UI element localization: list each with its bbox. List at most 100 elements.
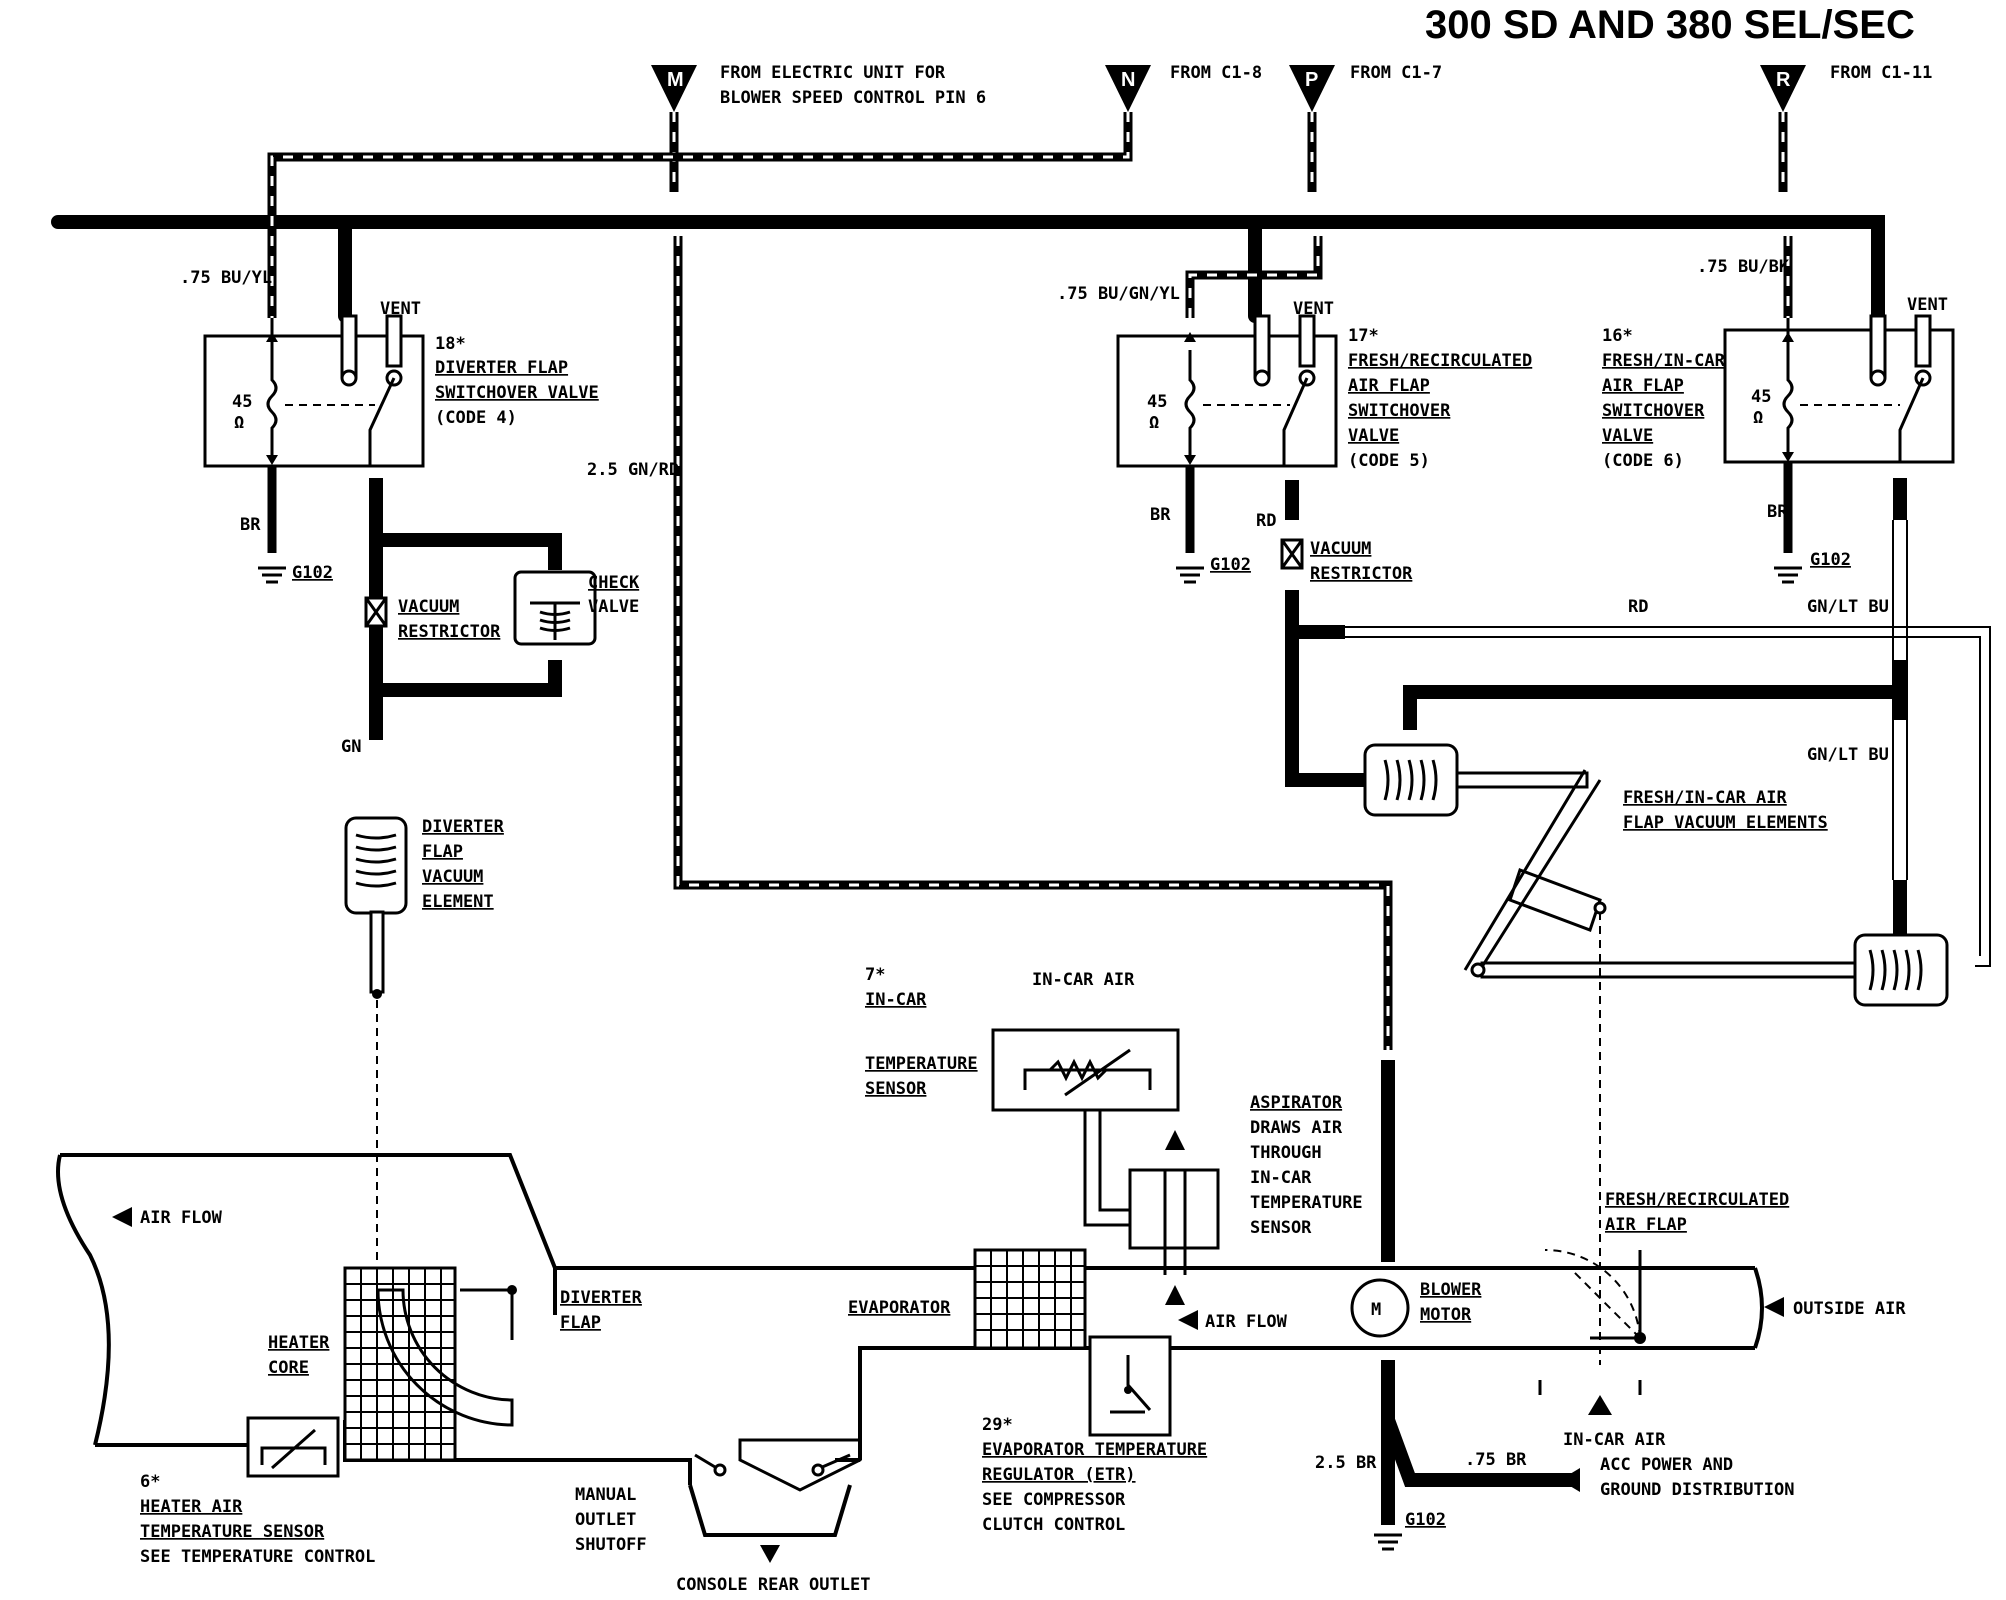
fresh-incar-switchover-valve: 45 Ω VENT 16* FRESH/IN-CAR AIR FLAP SWIT… (1602, 295, 1955, 471)
fresh-incar-vacuum-element-1 (1363, 743, 1589, 817)
connector-p: P FROM C1-7 (1289, 63, 1442, 112)
heater-core-label-2: CORE (268, 1358, 309, 1378)
fresh-incar-valve-name-4: VALVE (1602, 426, 1653, 446)
fresh-recirc-air-flap (1538, 1248, 1646, 1395)
connector-m: M FROM ELECTRIC UNIT FOR BLOWER SPEED CO… (651, 63, 986, 112)
evaporator-temperature-regulator (1088, 1335, 1172, 1437)
wire-label-gn-lt-bu-2: GN/LT BU (1807, 745, 1889, 765)
fresh-recirc-switchover-valve: 45 Ω VENT 17* FRESH/RECIRCULATED AIR FLA… (1116, 299, 1532, 471)
connector-p-letter: P (1305, 69, 1318, 91)
fresh-incar-valve-name-1: FRESH/IN-CAR (1602, 351, 1726, 371)
air-flow-mid: AIR FLOW (1205, 1312, 1288, 1332)
check-valve-hose-top (376, 533, 562, 570)
incar-sensor-label-1: IN-CAR (865, 990, 927, 1010)
fresh-incar-linkage (1463, 769, 1607, 978)
fresh-incar-vacuum-element-2 (1480, 933, 1949, 1007)
ground-label-3: G102 (1810, 550, 1851, 570)
acc-connector (1560, 1468, 1580, 1492)
diverter-element-label-3: VACUUM (422, 867, 483, 887)
diverter-valve-ohm-unit: Ω (234, 413, 244, 433)
wire-label-gn-rd: 2.5 GN/RD (587, 460, 679, 480)
wire-label-br-2: BR (1150, 505, 1171, 525)
main-harness (51, 215, 1885, 323)
etr-label-1: EVAPORATOR TEMPERATURE (982, 1440, 1207, 1460)
restrictor-label-1: VACUUM (398, 597, 459, 617)
diverter-valve-name-2: SWITCHOVER VALVE (435, 383, 599, 403)
diverter-valve-vent: VENT (380, 299, 421, 319)
connector-r-text: FROM C1-11 (1830, 63, 1932, 83)
wire-label-bu-bk: .75 BU/BK (1697, 257, 1790, 277)
blower-motor-label-1: BLOWER (1420, 1280, 1482, 1300)
manual-shutoff-label-3: SHUTOFF (575, 1535, 647, 1555)
fresh-recirc-valve-code: (CODE 5) (1348, 451, 1430, 471)
wire-label-rd-2: RD (1628, 597, 1648, 617)
check-valve-label-1: CHECK (588, 573, 640, 593)
ground-label-4: G102 (1405, 1510, 1446, 1530)
fresh-recirc-valve-name-1: FRESH/RECIRCULATED (1348, 351, 1532, 371)
fresh-recirc-flap-label-2: AIR FLAP (1605, 1215, 1687, 1235)
heater-sensor-label-3: SEE TEMPERATURE CONTROL (140, 1547, 375, 1567)
air-flow-left-arrow (112, 1207, 132, 1227)
diverter-valve-code: (CODE 4) (435, 408, 517, 428)
incar-temperature-sensor (991, 1028, 1180, 1227)
manual-shutoff-label-1: MANUAL (575, 1485, 636, 1505)
incar-air-top-label: IN-CAR AIR (1032, 970, 1135, 990)
console-rear-outlet (688, 1438, 862, 1563)
fresh-incar-valve-name-3: SWITCHOVER (1602, 401, 1705, 421)
fresh-recirc-valve-num: 17* (1348, 326, 1379, 346)
check-valve: CHECK VALVE (513, 570, 640, 646)
check-valve-hose-bottom (376, 660, 562, 697)
connector-n-letter: N (1121, 69, 1135, 91)
evaporator-label: EVAPORATOR (848, 1298, 951, 1318)
fresh-recirc-valve-name-2: AIR FLAP (1348, 376, 1430, 396)
air-duct (56, 1153, 1764, 1485)
evaporator (973, 1248, 1087, 1350)
motor-symbol: M (1371, 1300, 1381, 1320)
fresh-recirc-valve-ohm: 45 (1147, 392, 1167, 412)
manual-shutoff-label-2: OUTLET (575, 1510, 636, 1530)
fresh-incar-valve-ohm-unit: Ω (1753, 408, 1763, 428)
wire-br-acc (1381, 1417, 1580, 1487)
fresh-recirc-valve-name-4: VALVE (1348, 426, 1399, 446)
ground-g102-3: G102 (1774, 550, 1851, 584)
incar-sensor-label-2: TEMPERATURE (865, 1054, 978, 1074)
fresh-incar-valve-ohm: 45 (1751, 387, 1771, 407)
ground-g102-2: G102 (1176, 555, 1251, 584)
connector-m-text-2: BLOWER SPEED CONTROL PIN 6 (720, 88, 986, 108)
aspirator-label-2: DRAWS AIR (1250, 1118, 1343, 1138)
outside-air-arrow (1764, 1297, 1784, 1317)
aspirator-label-1: ASPIRATOR (1250, 1093, 1343, 1113)
incar-air-bottom-label: IN-CAR AIR (1563, 1430, 1666, 1450)
fresh-incar-valve-num: 16* (1602, 326, 1633, 346)
blower-motor (1350, 1060, 1410, 1525)
wire-gn-rd (673, 236, 1393, 1050)
restrictor2-label-2: RESTRICTOR (1310, 564, 1413, 584)
ground-label-1: G102 (292, 563, 333, 583)
restrictor2-label-1: VACUUM (1310, 539, 1371, 559)
diagram-title: 300 SD AND 380 SEL/SEC (1425, 3, 1915, 47)
console-outlet-label: CONSOLE REAR OUTLET (676, 1575, 870, 1595)
rd-thin-line (1345, 626, 1991, 967)
wire-bu-gn-yl (1185, 236, 1323, 318)
aspirator-label-3: THROUGH (1250, 1143, 1322, 1163)
ground-g102-1: G102 (258, 563, 333, 584)
restrictor-label-2: RESTRICTOR (398, 622, 501, 642)
fresh-incar-cross-hose (1403, 685, 1900, 730)
fresh-incar-valve-code: (CODE 6) (1602, 451, 1684, 471)
wire-label-br-075: .75 BR (1465, 1450, 1527, 1470)
fresh-incar-elements-label-2: FLAP VACUUM ELEMENTS (1623, 813, 1828, 833)
wire-label-bu-yl: .75 BU/YL (180, 268, 272, 288)
etr-label-2: REGULATOR (ETR) (982, 1465, 1136, 1485)
diverter-flap (376, 1285, 517, 1427)
vacuum-restrictor-fresh-recirc: VACUUM RESTRICTOR (1280, 480, 1413, 584)
acc-power-label-2: GROUND DISTRIBUTION (1600, 1480, 1794, 1500)
aspirator (1128, 1130, 1220, 1305)
wire-label-br-3: BR (1767, 502, 1788, 522)
fresh-recirc-flap-label-1: FRESH/RECIRCULATED (1605, 1190, 1789, 1210)
etr-label-4: CLUTCH CONTROL (982, 1515, 1125, 1535)
diverter-switchover-valve: 45 Ω VENT 18* DIVERTER FLAP SWITCHOVER V… (203, 299, 599, 468)
wire-label-bu-gn-yl: .75 BU/GN/YL (1057, 284, 1180, 304)
wire-label-gn-lt-bu-1: GN/LT BU (1807, 597, 1889, 617)
acc-power-label-1: ACC POWER AND (1600, 1455, 1733, 1475)
